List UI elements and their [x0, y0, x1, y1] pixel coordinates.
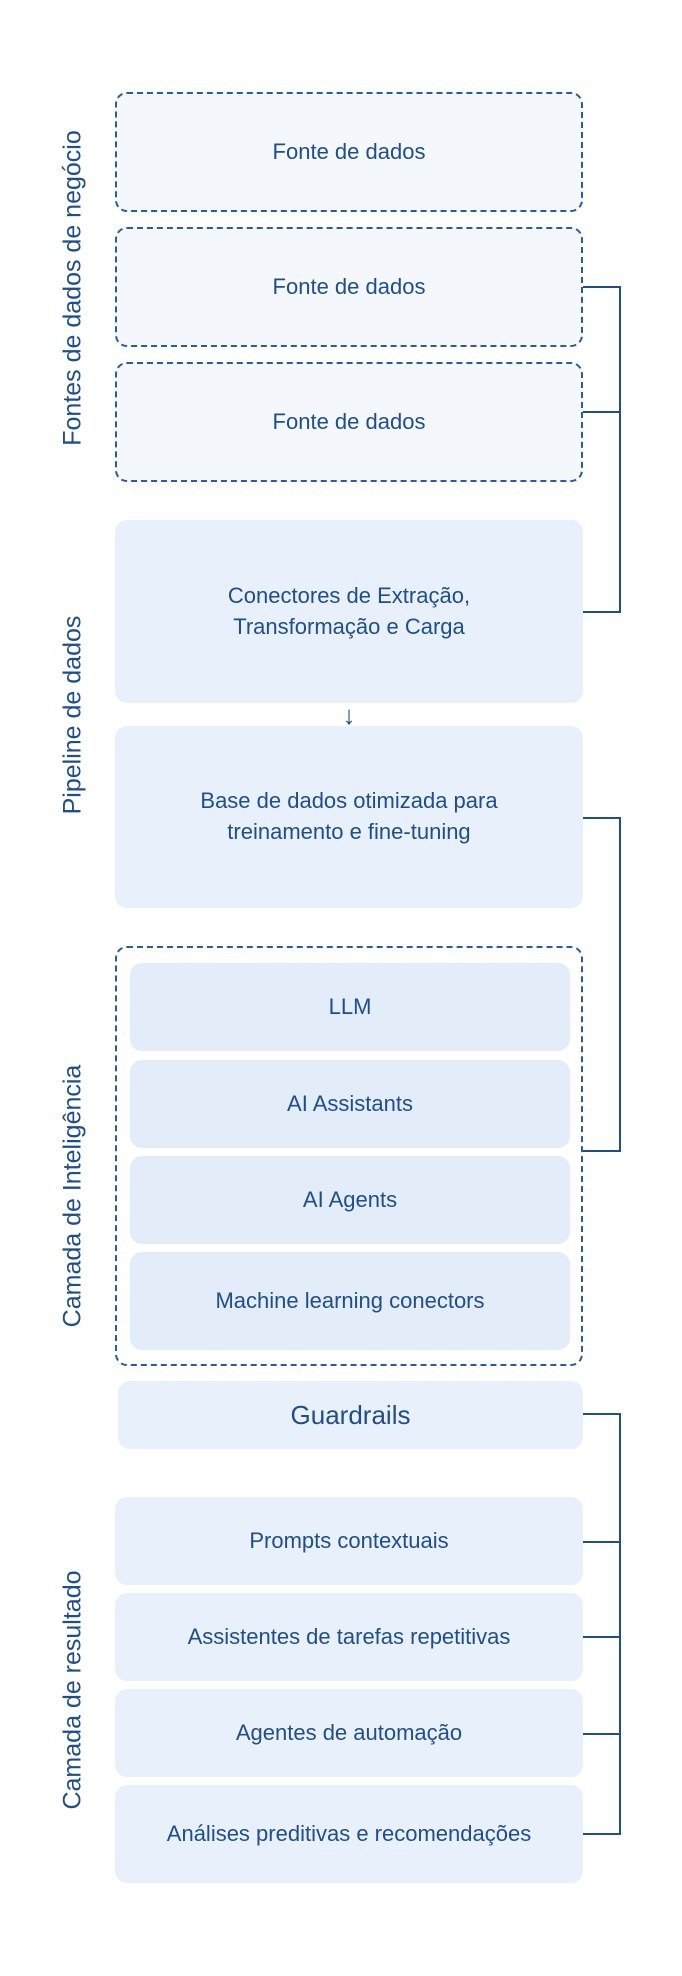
result-item-predictive-analytics: Análises preditivas e recomendações — [115, 1785, 583, 1883]
data-source-box: Fonte de dados — [115, 227, 583, 347]
result-item-assistants: Assistentes de tarefas repetitivas — [115, 1593, 583, 1681]
intelligence-item-llm: LLM — [130, 963, 570, 1051]
intelligence-item-ai-assistants: AI Assistants — [130, 1060, 570, 1148]
intelligence-item-ml-connectors: Machine learning conectors — [130, 1252, 570, 1350]
result-item-automation-agents: Agentes de automação — [115, 1689, 583, 1777]
down-arrow-icon: ↓ — [342, 700, 356, 730]
data-source-box: Fonte de dados — [115, 362, 583, 482]
connector-guardrails-results — [580, 1413, 621, 1835]
guardrails-box: Guardrails — [118, 1381, 583, 1449]
etl-connectors-box: Conectores de Extração, Transformação e … — [115, 520, 583, 703]
connector-sources-etl — [580, 286, 621, 613]
result-item-prompts: Prompts contextuais — [115, 1497, 583, 1585]
data-source-box: Fonte de dados — [115, 92, 583, 212]
intelligence-item-ai-agents: AI Agents — [130, 1156, 570, 1244]
connector-database-intelligence — [580, 817, 621, 1152]
optimized-database-box: Base de dados otimizada para treinamento… — [115, 726, 583, 908]
